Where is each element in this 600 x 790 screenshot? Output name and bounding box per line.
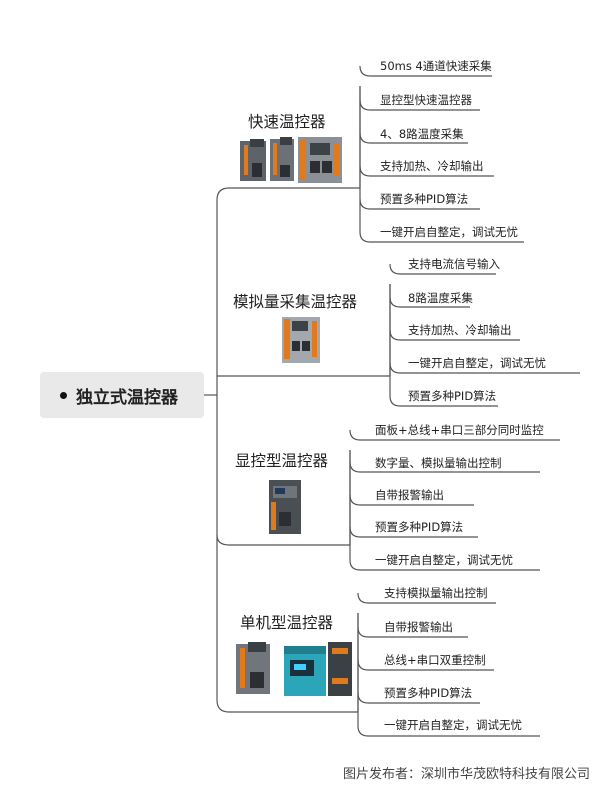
leaf[interactable]: 一键开启自整定，调试无忧 xyxy=(408,356,546,370)
branch-title-standalone[interactable]: 单机型温控器 xyxy=(240,614,334,632)
branch-3-leaf-line xyxy=(357,626,468,638)
bullet-icon xyxy=(60,391,67,399)
trunk-to-branch-2 xyxy=(216,534,350,546)
leaf[interactable]: 支持加热、冷却输出 xyxy=(408,323,512,337)
root-label: 独立式温控器 xyxy=(76,387,178,408)
leaf[interactable]: 面板+总线+串口三部分同时监控 xyxy=(375,423,544,437)
leaf[interactable]: 预置多种PID算法 xyxy=(384,686,473,700)
leaf[interactable]: 预置多种PID算法 xyxy=(380,192,469,206)
leaf[interactable]: 预置多种PID算法 xyxy=(375,520,464,534)
branch-2-leaf-line xyxy=(349,461,540,473)
leaf[interactable]: 支持加热、冷却输出 xyxy=(380,159,484,173)
branch-0-leaf-line xyxy=(359,198,480,210)
branch-2-leaf-line xyxy=(349,559,540,571)
leaf[interactable]: 数字量、模拟量输出控制 xyxy=(375,456,502,470)
branch-0-leaf-line xyxy=(359,65,492,77)
branch-2-leaf-line xyxy=(349,494,474,506)
branch-3-leaf-line xyxy=(357,692,480,704)
leaf[interactable]: 一键开启自整定，调试无忧 xyxy=(375,553,513,567)
leaf[interactable]: 自带报警输出 xyxy=(375,488,444,502)
trunk-to-branch-0 xyxy=(216,187,360,201)
branch-0-leaf-line xyxy=(359,231,524,243)
trunk-to-branch-3 xyxy=(216,699,358,713)
branch-3-leaf-line xyxy=(357,592,496,604)
leaf[interactable]: 4、8路温度采集 xyxy=(380,127,464,141)
branch-2-leaf-line xyxy=(349,429,560,441)
leaf[interactable]: 显控型快速温控器 xyxy=(380,93,472,107)
branch-2-leaf-line xyxy=(349,526,478,538)
leaf[interactable]: 8路温度采集 xyxy=(408,291,473,305)
standalone-controller-device-image xyxy=(236,642,352,696)
fast-controller-device-image xyxy=(240,137,342,183)
branch-title-analog[interactable]: 模拟量采集温控器 xyxy=(233,293,358,311)
leaf[interactable]: 50ms 4通道快速采集 xyxy=(380,59,492,73)
branch-1-leaf-line xyxy=(389,296,470,308)
branch-1-leaf-line xyxy=(389,263,496,275)
branch-0-leaf-line xyxy=(359,165,494,177)
branch-1-leaf-line xyxy=(389,395,498,407)
branch-0-leaf-line xyxy=(359,99,480,111)
branch-title-display[interactable]: 显控型温控器 xyxy=(235,452,329,470)
leaf[interactable]: 一键开启自整定，调试无忧 xyxy=(384,718,522,732)
branch-1-leaf-line xyxy=(389,329,520,341)
leaf[interactable]: 预置多种PID算法 xyxy=(408,389,497,403)
branch-0-leaf-line xyxy=(359,132,468,144)
leaf[interactable]: 支持模拟量输出控制 xyxy=(384,586,488,600)
analog-controller-device-image xyxy=(282,317,320,363)
root-node[interactable]: 独立式温控器 xyxy=(40,372,204,418)
branch-3-leaf-line xyxy=(357,725,540,737)
leaf[interactable]: 总线+串口双重控制 xyxy=(384,653,486,667)
branch-3-leaf-line xyxy=(357,659,494,671)
branch-title-fast[interactable]: 快速温控器 xyxy=(248,113,326,131)
branch-1-leaf-line xyxy=(389,362,580,374)
leaf[interactable]: 自带报警输出 xyxy=(384,620,453,634)
leaf[interactable]: 支持电流信号输入 xyxy=(408,257,500,271)
display-controller-device-image xyxy=(269,480,301,534)
image-credit: 图片发布者：深圳市华茂欧特科技有限公司 xyxy=(342,767,590,782)
leaf[interactable]: 一键开启自整定，调试无忧 xyxy=(380,225,518,239)
